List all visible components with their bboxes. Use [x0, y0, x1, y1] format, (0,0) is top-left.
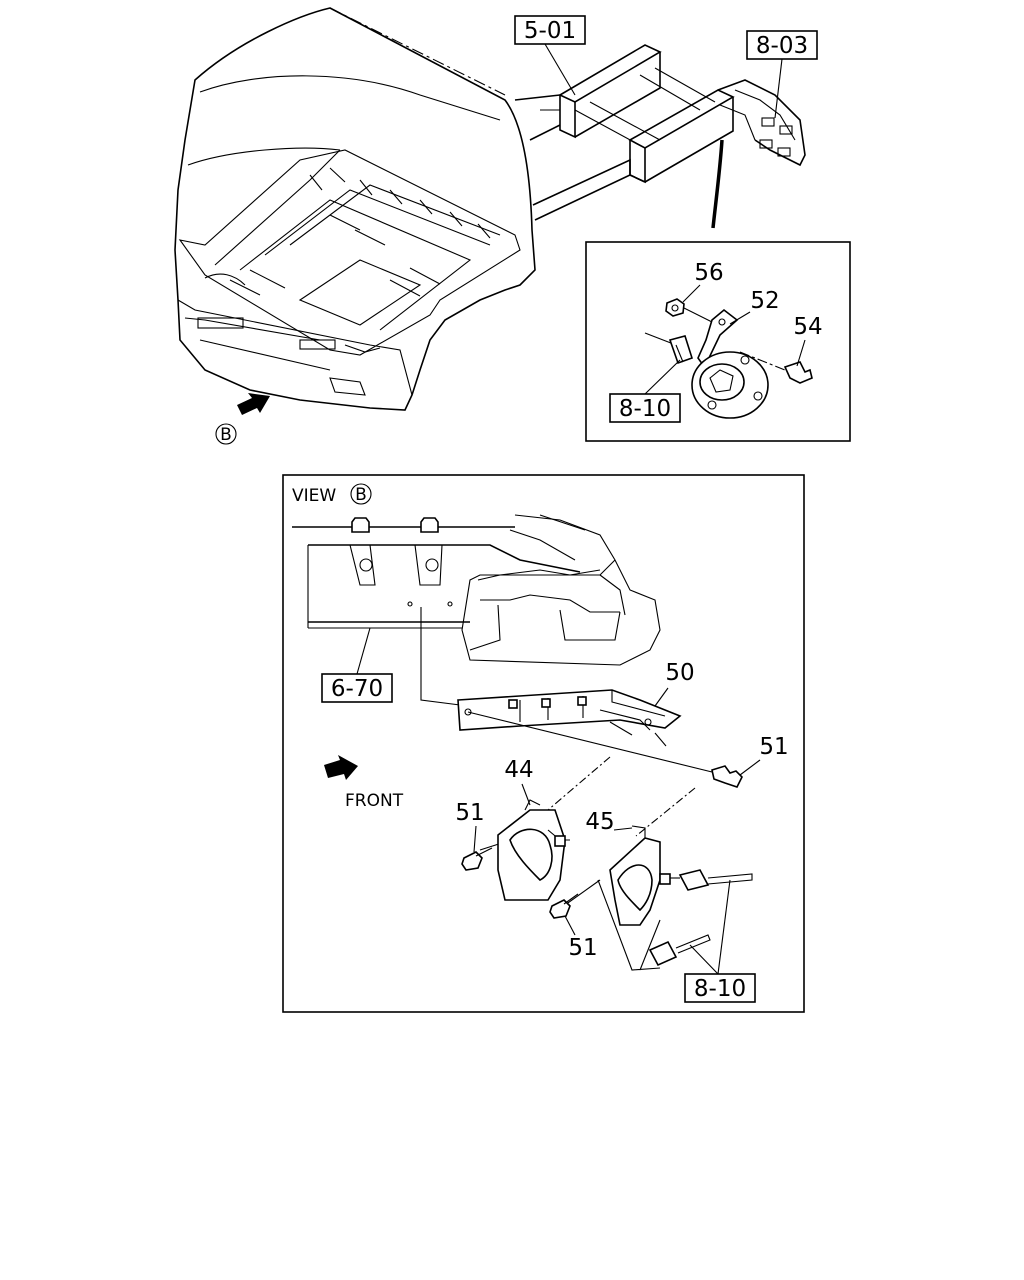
- callout-54-label: 54: [793, 314, 822, 340]
- front-direction-indicator: FRONT: [324, 755, 404, 811]
- callout-45: 45: [585, 809, 633, 835]
- callout-51-bottom-label: 51: [568, 935, 597, 961]
- view-b-title: VIEW B: [292, 483, 372, 506]
- callout-8-10-top-label: 8-10: [619, 396, 671, 422]
- callout-6-70: 6-70: [321, 627, 393, 703]
- callout-50: 50: [654, 660, 695, 707]
- callout-51-left: 51: [455, 800, 485, 853]
- callout-5-01-label: 5-01: [524, 18, 576, 44]
- callout-50-label: 50: [665, 660, 694, 686]
- callout-51-left-label: 51: [455, 800, 484, 826]
- chassis-frame-illustration: [514, 44, 806, 229]
- callout-6-70-label: 6-70: [331, 676, 383, 702]
- callout-8-10-bottom-label: 8-10: [694, 976, 746, 1002]
- callout-56: 56: [682, 260, 724, 303]
- callout-44-label: 44: [504, 757, 533, 783]
- view-b-marker-top: B: [220, 425, 232, 445]
- truck-cab-illustration: [174, 7, 536, 411]
- callout-52-label: 52: [750, 288, 779, 314]
- callout-54: 54: [793, 314, 823, 367]
- callout-8-10-bottom: 8-10: [684, 879, 756, 1003]
- callout-56-label: 56: [694, 260, 723, 286]
- callout-8-03: 8-03: [746, 30, 818, 119]
- horn-mounting-inset: [585, 241, 851, 442]
- front-label: FRONT: [345, 791, 404, 811]
- view-label: VIEW: [292, 486, 336, 506]
- view-b-arrow: B: [215, 393, 270, 445]
- callout-51-right: 51: [739, 734, 789, 776]
- callout-45-label: 45: [585, 809, 614, 835]
- callout-51-right-label: 51: [759, 734, 788, 760]
- callout-8-10-top: 8-10: [609, 359, 681, 423]
- callout-8-03-label: 8-03: [756, 33, 808, 59]
- view-marker: B: [355, 485, 367, 505]
- view-b-panel: VIEW B: [282, 474, 805, 1013]
- callout-51-bottom: 51: [564, 915, 598, 961]
- callout-52: 52: [729, 288, 780, 325]
- callout-5-01: 5-01: [514, 15, 586, 96]
- callout-44: 44: [504, 757, 534, 806]
